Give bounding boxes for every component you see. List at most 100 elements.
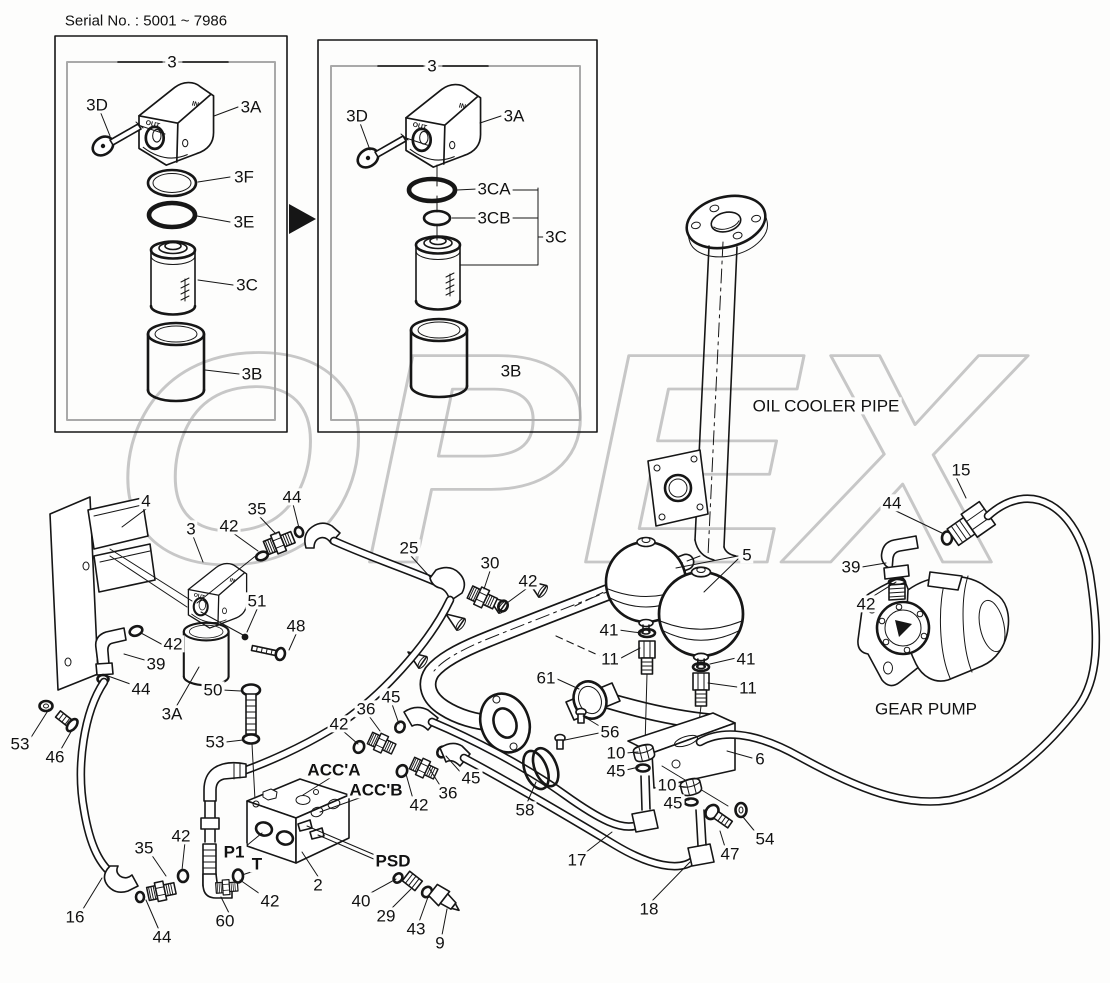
o-ring-42-top bbox=[254, 550, 270, 562]
o-ring-42-bottom bbox=[176, 868, 190, 884]
callout-60: 60 bbox=[213, 911, 237, 931]
box-old-callout-3e: 3E bbox=[231, 212, 257, 232]
bolt-47 bbox=[704, 803, 734, 829]
pump-elbow-39 bbox=[880, 535, 919, 601]
box-new-callout-3cb: 3CB bbox=[475, 208, 513, 228]
valve-block-2 bbox=[246, 778, 350, 864]
box-old-callout-3d: 3D bbox=[84, 95, 110, 115]
box-old-callout-3f: 3F bbox=[232, 167, 256, 187]
hose-18 bbox=[439, 742, 715, 871]
callout-25: 25 bbox=[397, 538, 421, 558]
box-new-callout-3a: 3A bbox=[501, 106, 527, 126]
pipe-clamp-61 bbox=[554, 680, 621, 750]
callout-36: 36 bbox=[436, 783, 460, 803]
pipe-block bbox=[647, 449, 709, 527]
callout-15: 15 bbox=[949, 460, 973, 480]
port-label-p1: P1 bbox=[221, 842, 247, 862]
callout-42: 42 bbox=[169, 826, 193, 846]
box-new-callout-3ca: 3CA bbox=[475, 179, 513, 199]
inset-box-new bbox=[317, 39, 598, 433]
o-ring-40 bbox=[392, 872, 404, 884]
callout-42: 42 bbox=[217, 516, 241, 536]
hose-16-assembly bbox=[76, 677, 190, 905]
port-label-acc-b: ACC'B bbox=[347, 780, 405, 800]
bolt-50-assembly bbox=[240, 683, 262, 801]
washer-45-right bbox=[683, 797, 699, 807]
o-ring-44-pump bbox=[940, 530, 954, 546]
o-ring-42-acc-a bbox=[352, 739, 366, 755]
pin-51 bbox=[241, 633, 249, 641]
box-old-group-label: 3 bbox=[165, 52, 179, 72]
callout-53: 53 bbox=[8, 734, 32, 754]
callout-43: 43 bbox=[404, 919, 428, 939]
bolt-48 bbox=[250, 644, 287, 662]
callout-17: 17 bbox=[565, 850, 589, 870]
o-ring-42-left bbox=[128, 624, 144, 638]
callout-11: 11 bbox=[737, 678, 759, 698]
grommet-58 bbox=[522, 746, 560, 791]
callout-41: 41 bbox=[597, 620, 621, 640]
callout-5: 5 bbox=[740, 545, 754, 565]
callout-45: 45 bbox=[459, 768, 483, 788]
washer-45-acc-a bbox=[394, 720, 406, 734]
washer-54 bbox=[734, 801, 748, 819]
callout-30: 30 bbox=[478, 553, 502, 573]
callout-53: 53 bbox=[203, 732, 227, 752]
callout-47: 47 bbox=[718, 844, 742, 864]
bolt-56-b bbox=[554, 733, 566, 750]
o-ring-42-t-port bbox=[231, 868, 245, 884]
callout-42: 42 bbox=[407, 795, 431, 815]
callout-9: 9 bbox=[433, 933, 447, 953]
serial-note: Serial No. : 5001 ~ 7986 bbox=[62, 12, 230, 30]
callout-41: 41 bbox=[734, 649, 758, 669]
bolt-46 bbox=[54, 710, 79, 733]
callout-44: 44 bbox=[150, 927, 174, 947]
nut-53 bbox=[241, 733, 261, 745]
box-new-callout-3c: 3C bbox=[543, 227, 569, 247]
o-ring-44-top bbox=[293, 525, 305, 539]
port-label-acc-a: ACC'A bbox=[305, 760, 363, 780]
callout-11: 11 bbox=[599, 649, 621, 669]
o-ring-42-acc-b bbox=[395, 763, 409, 779]
port-label-t: T bbox=[249, 854, 265, 874]
box-old-callout-3a: 3A bbox=[238, 97, 264, 117]
box-old-callout-3c: 3C bbox=[234, 275, 260, 295]
oil-cooler-pipe-label: OIL COOLER PIPE bbox=[750, 396, 902, 416]
main-filter-assembly bbox=[94, 522, 341, 687]
callout-4: 4 bbox=[139, 491, 153, 511]
plug-3d-new bbox=[356, 133, 431, 169]
callout-39: 39 bbox=[839, 557, 863, 577]
washer-53-left bbox=[38, 699, 54, 713]
callout-44: 44 bbox=[129, 679, 153, 699]
pressure-switch-9 bbox=[427, 883, 460, 912]
callout-42: 42 bbox=[258, 891, 282, 911]
callout-16: 16 bbox=[63, 907, 87, 927]
o-ring-41-right bbox=[691, 661, 711, 673]
callout-48: 48 bbox=[284, 616, 308, 636]
callout-54: 54 bbox=[753, 829, 777, 849]
port-label-psd: PSD bbox=[373, 851, 413, 871]
mount-bracket-4 bbox=[49, 496, 156, 691]
callout-10: 10 bbox=[655, 775, 679, 795]
callout-29: 29 bbox=[374, 906, 398, 926]
callout-45: 45 bbox=[379, 687, 403, 707]
callout-51: 51 bbox=[245, 591, 269, 611]
callout-42: 42 bbox=[327, 714, 351, 734]
leader-lines bbox=[29, 106, 967, 936]
hose-17 bbox=[403, 706, 659, 833]
callout-58: 58 bbox=[513, 800, 537, 820]
callout-35: 35 bbox=[132, 838, 156, 858]
callout-45: 45 bbox=[661, 793, 685, 813]
hose-15-end-fitting bbox=[946, 500, 997, 547]
callout-45: 45 bbox=[604, 761, 628, 781]
box-new-callout-3d: 3D bbox=[344, 106, 370, 126]
gear-pump bbox=[857, 500, 1010, 687]
callout-40: 40 bbox=[349, 891, 373, 911]
hose-15 bbox=[695, 494, 1101, 806]
callout-18: 18 bbox=[637, 899, 661, 919]
o-ring-42-center bbox=[497, 599, 509, 613]
accumulator-bracket-6 bbox=[627, 712, 748, 829]
